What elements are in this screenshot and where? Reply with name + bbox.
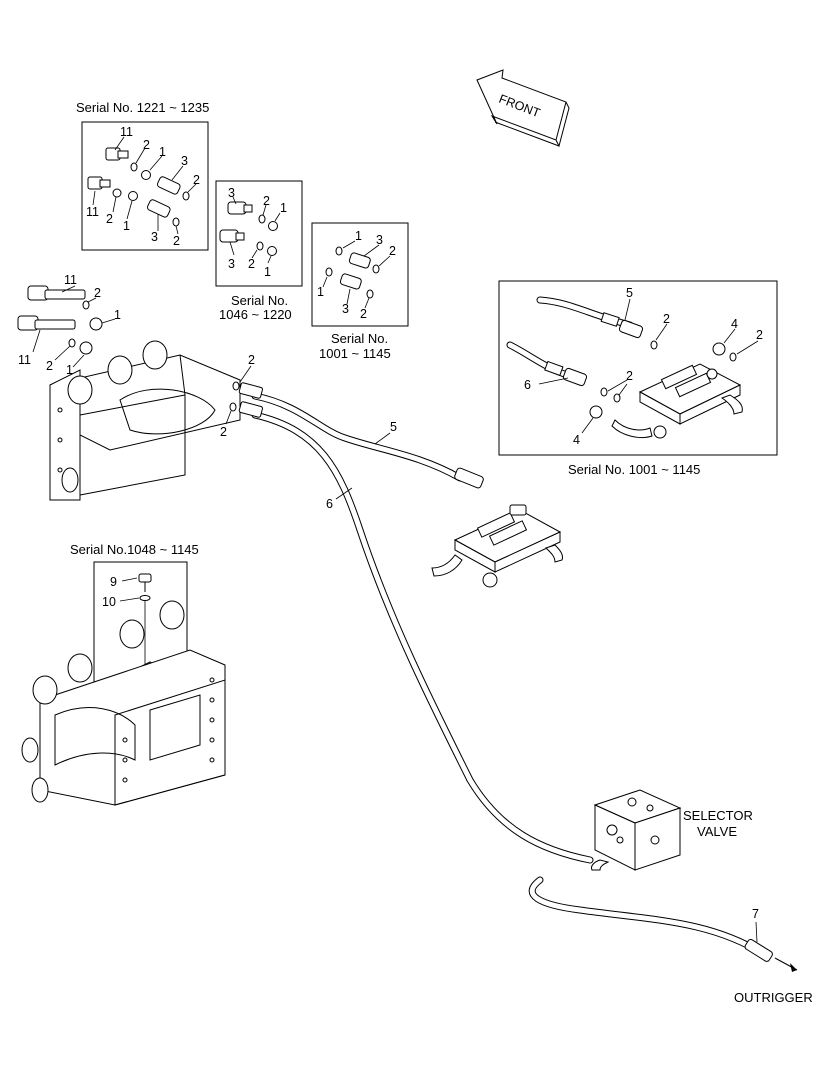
chassis-frame-lower [21,600,226,806]
part-label-4: 4 [731,317,738,331]
part-label-3: 3 [228,186,235,200]
part-label-9: 9 [110,575,117,589]
inset-d-title: Serial No. 1001 ~ 1145 [568,462,700,477]
part-label-11: 11 [86,205,99,219]
chassis-frame-upper [49,340,241,501]
tee-fitting-3b [219,229,245,243]
part-label-1: 1 [264,265,271,279]
inset-serial-1046-1220: 3 2 1 3 2 1 Serial No. 1046 ~ 1220 [215,180,303,322]
part-label-7: 7 [752,907,759,921]
part-label-1: 1 [317,285,324,299]
part-label-3: 3 [376,233,383,247]
manifold-block [611,363,743,439]
part-label-3: 3 [342,302,349,316]
part-label-6: 6 [326,497,333,511]
part-label-3: 3 [181,154,188,168]
outrigger-label: OUTRIGGER [734,990,813,1005]
part-label-3: 3 [228,257,235,271]
part-label-2: 2 [360,307,367,321]
inset-serial-1001-1145-valve: 5 2 4 2 6 2 4 Serial No. 1001 ~ 1145 [498,280,778,477]
part-label-1: 1 [114,308,121,322]
part-label-2: 2 [756,328,763,342]
inset-a-title: Serial No. 1221 ~ 1235 [76,100,209,115]
main-manifold [431,504,563,588]
part-label-1: 1 [123,219,130,233]
part-label-2: 2 [46,359,53,373]
upper-fittings: 11 2 1 11 2 1 [17,273,121,377]
part-label-2: 2 [248,353,255,367]
part-label-2: 2 [663,312,670,326]
inset-b-title-1: Serial No. [231,293,288,308]
inset-serial-1001-1145-small: 1 3 2 1 3 2 Serial No. 1001 ~ 1145 [311,222,409,361]
part-label-2: 2 [173,234,180,248]
inset-c-title-2: 1001 ~ 1145 [319,346,391,361]
part-label-1: 1 [355,229,362,243]
part-label-10: 10 [102,595,116,609]
union-fitting-3b [339,273,362,290]
elbow-fitting-11 [105,147,129,161]
hose-ends: 2 2 5 6 [220,353,484,511]
inset-serial-1221-1235: Serial No. 1221 ~ 1235 [76,100,209,251]
inset-e-title: Serial No.1048 ~ 1145 [70,542,199,557]
selector-valve-label-1: SELECTOR [683,808,753,823]
adapter-3b [146,199,171,218]
part-label-1: 1 [159,145,166,159]
part-label-4: 4 [573,433,580,447]
union-fitting-3 [348,252,371,269]
part-label-2: 2 [626,369,633,383]
part-label-2: 2 [94,286,101,300]
part-label-11: 11 [64,273,77,287]
hose-5 [251,392,464,482]
part-label-1: 1 [66,363,73,377]
part-label-2: 2 [143,138,150,152]
part-label-6: 6 [524,378,531,392]
part-label-2: 2 [389,244,396,258]
part-label-2: 2 [263,194,270,208]
part-label-2: 2 [193,173,200,187]
adapter-3 [156,176,181,195]
selector-valve: SELECTOR VALVE [591,789,753,871]
part-label-2: 2 [106,212,113,226]
part-label-2: 2 [248,257,255,271]
hose-6 [251,411,594,864]
part-label-5: 5 [390,420,397,434]
part-label-5: 5 [626,286,633,300]
elbow-fitting-11b [87,176,111,190]
front-arrow: FRONT [476,69,570,148]
inset-c-title-1: Serial No. [331,331,388,346]
selector-valve-label-2: VALVE [697,824,737,839]
inset-b-title-2: 1046 ~ 1220 [219,307,292,322]
tee-fitting-3 [227,201,253,215]
part-label-2: 2 [220,425,227,439]
part-label-3: 3 [151,230,158,244]
bolt-9 [138,573,152,592]
part-label-11: 11 [18,353,31,367]
part-label-1: 1 [280,201,287,215]
part-label-11: 11 [120,125,133,139]
hose-7: 7 OUTRIGGER [528,876,813,1005]
